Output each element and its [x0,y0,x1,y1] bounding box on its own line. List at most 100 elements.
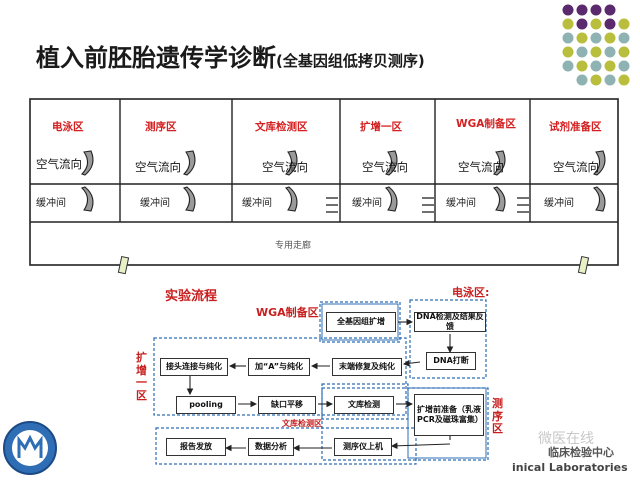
pass-window-marks [326,197,529,213]
decorative-dot [618,18,630,30]
step-add-a: 加“A”与纯化 [248,358,310,376]
airflow-arrow-icon [384,150,398,176]
zone-label-sequencing: 测序区 [145,121,177,133]
buffer-room-label: 缓冲间 [36,198,66,209]
step-sequencer-run: 测序仪上机 [334,438,392,456]
decorative-dot [618,32,630,44]
decorative-dot [604,18,616,30]
decorative-dot [604,4,616,16]
decorative-dot [604,60,616,72]
airflow-arrow-icon [80,150,94,176]
decorative-dot [618,60,630,72]
airflow-arrow-icon [492,186,506,212]
title-sub: (全基因组低拷贝测序) [276,52,425,70]
region-outline-analysis [155,427,417,465]
decorative-dot [576,32,588,44]
corridor-label: 专用走廊 [275,241,312,251]
zone-label-library: 文库检测区 [255,121,308,133]
zone-label-reagent: 试剂准备区 [549,121,602,133]
airflow-label: 空气流向 [362,160,408,174]
room-dividers [119,99,531,222]
decorative-dot [618,74,630,86]
step-report: 报告发放 [166,438,226,456]
airflow-label: 空气流向 [458,160,504,174]
airflow-arrow-icon [592,186,606,212]
buffer-room-label: 缓冲间 [242,198,272,209]
airflow-label: 空气流向 [553,160,599,174]
flow-arrow [402,360,421,367]
region-label-wga: WGA制备区 [256,306,319,319]
airflow-arrow-icon [284,186,298,212]
step-wga: 全基因组扩增 [326,312,396,332]
airflow-label: 空气流向 [135,160,181,174]
region-outline-electrophoresis [409,299,487,379]
decorative-dot [562,60,574,72]
airflow-arrow-icon [284,150,298,176]
decorative-dot [562,4,574,16]
region-outline-library [321,383,409,420]
zone-label-wga: WGA制备区 [456,118,516,130]
step-dna-fragmentation: DNA打断 [426,352,476,370]
page-title: 植入前胚胎遗传学诊断(全基因组低拷贝测序) [36,38,425,73]
airflow-arrow-icon [182,150,196,176]
step-library-check: 文库检测 [334,396,394,414]
region-outline-seq-solid [407,387,487,459]
watermark-text: 微医在线 [538,431,594,447]
title-main: 植入前胚胎遗传学诊断 [36,44,276,72]
decorative-dot [618,46,630,58]
decorative-dot [576,46,588,58]
flow-arrow [390,442,451,450]
step-pooling: pooling [176,396,236,414]
buffer-room-label: 缓冲间 [140,198,170,209]
watermark-english: inical Laboratories [512,461,628,474]
corridor-door-right [577,255,590,275]
decorative-dot [590,46,602,58]
airflow-arrow-icon [182,186,196,212]
buffer-room-label: 缓冲间 [352,198,382,209]
airflow-arrow-icon [80,186,94,212]
zone-label-amplification: 扩增一区 [360,121,402,133]
decorative-dot [590,74,602,86]
step-amplification-prep: 扩增前准备（乳液PCR及磁珠富集） [414,394,484,436]
corridor-door-left [117,255,130,275]
airflow-label: 空气流向 [36,157,82,171]
region-label-sequencing: 测序区 [492,397,503,436]
decorative-dot [576,4,588,16]
airflow-label: 空气流向 [262,160,308,174]
dot-grid-decoration [562,4,630,86]
decorative-dot [590,32,602,44]
decorative-dot [604,32,616,44]
decorative-dot [604,74,616,86]
airflow-arrows [80,150,606,212]
step-adapter-ligation: 接头连接与纯化 [160,358,228,376]
airflow-arrow-icon [492,150,506,176]
workflow-title: 实验流程 [165,289,218,304]
region-outline-sequencing [321,387,489,461]
decorative-dot [604,46,616,58]
buffer-room-label: 缓冲间 [446,198,476,209]
region-label-library: 文库检测区 [282,419,322,428]
step-end-repair: 末端修复及纯化 [332,358,402,376]
decorative-dot [576,74,588,86]
decorative-dot [590,18,602,30]
step-gap-fill: 缺口平移 [258,396,316,414]
decorative-dot [562,46,574,58]
lab-floor-plan [29,98,619,275]
region-label-amplification: 扩增一区 [136,351,147,402]
decorative-dot [590,4,602,16]
zone-label-electrophoresis: 电泳区 [52,121,84,133]
airflow-arrow-icon [592,150,606,176]
decorative-dot [590,60,602,72]
buffer-room-label: 缓冲间 [544,198,574,209]
step-dna-check: DNA检测及结果反馈 [414,312,486,332]
floor-plan-outline [29,98,619,266]
decorative-dot [562,32,574,44]
decorative-dot [576,18,588,30]
decorative-dot [562,18,574,30]
watermark-subtitle: 临床检验中心 [548,446,614,459]
region-outline-amplification [153,337,407,416]
airflow-arrow-icon [384,186,398,212]
step-data-analysis: 数据分析 [248,438,294,456]
decorative-dot [576,60,588,72]
